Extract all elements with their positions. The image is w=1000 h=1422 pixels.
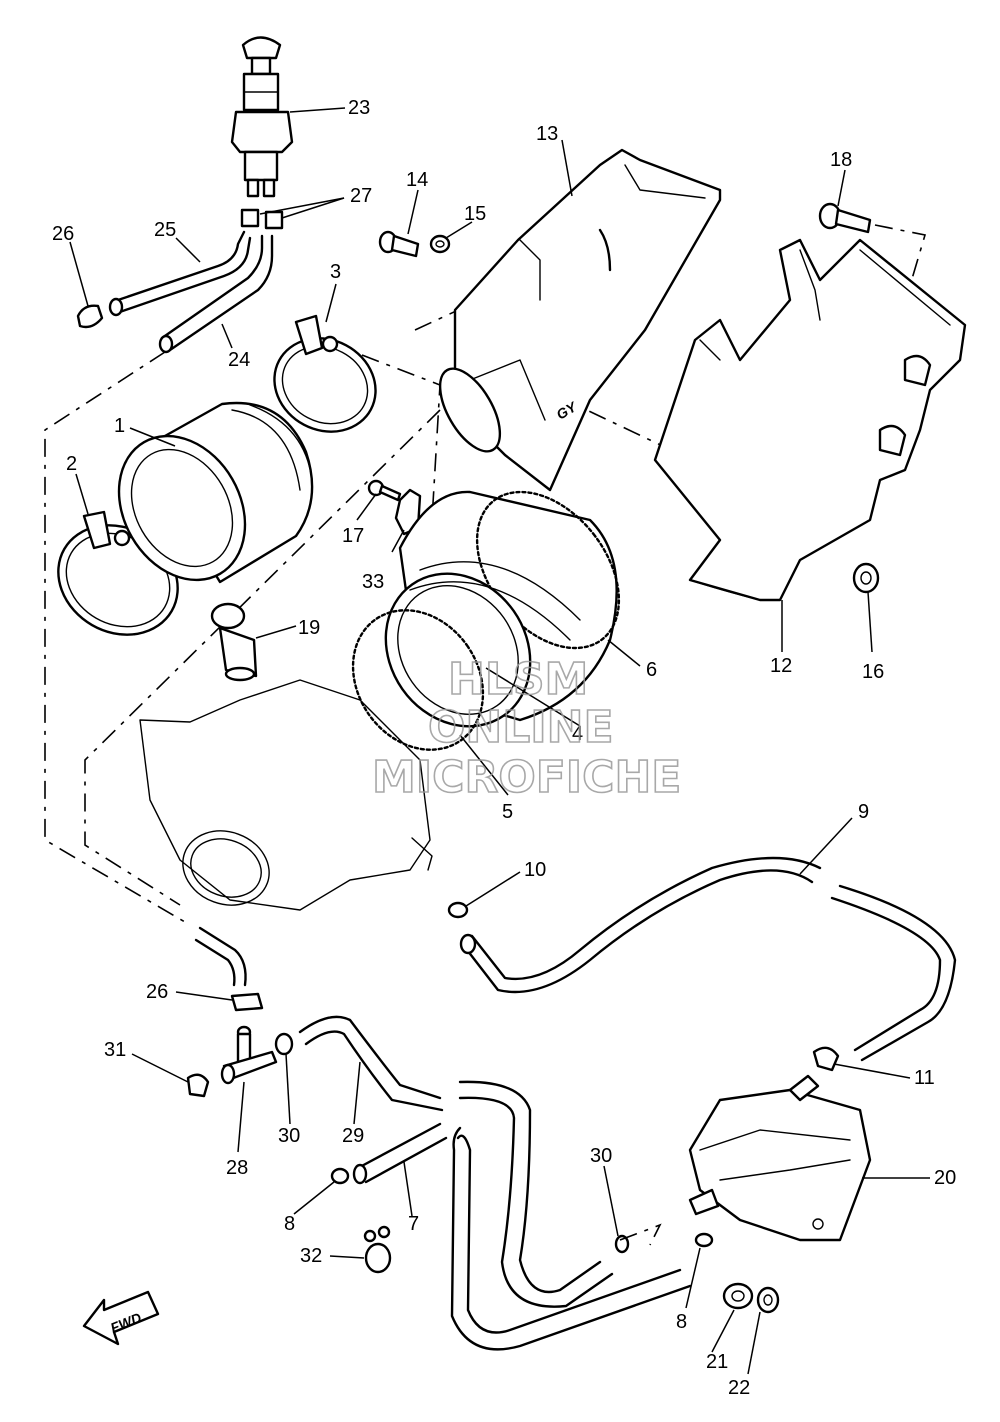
drain-plug-19 [210,602,258,682]
hose-7 [352,1122,448,1185]
callout-31: 31 [104,1039,126,1061]
hose-9 [459,856,957,1062]
band-clamp-3 [273,314,377,433]
breather-hoses-24-25 [76,208,284,354]
bolt-18 [818,202,872,234]
callout-14: 14 [406,169,428,191]
callout-18: 18 [830,149,852,171]
callout-7: 7 [408,1213,419,1235]
hose-long-u [450,1080,692,1351]
fuel-pump-20 [688,1074,872,1242]
callout-4: 4 [572,723,583,745]
callout-16: 16 [862,661,884,683]
callout-6: 6 [646,659,657,681]
watermark: HLSM ONLINE MICROFICHE [371,653,682,804]
t-fitting-28 [220,1025,278,1085]
callout-13: 13 [536,123,558,145]
callout-8-left: 8 [284,1213,295,1235]
washer-15 [429,234,451,254]
damper-21 [722,1282,754,1310]
callout-28: 28 [226,1157,248,1179]
callout-27: 27 [350,185,372,207]
clamp-11 [812,1046,840,1072]
callout-11: 11 [914,1067,935,1089]
carburetor-outline [139,679,433,911]
air-cleaner-case-13: GY [438,148,722,492]
callout-29: 29 [342,1125,364,1147]
callout-1: 1 [114,415,125,437]
nut-16 [852,562,880,594]
breather-valve-23 [230,36,294,198]
collar-22 [756,1286,780,1314]
band-5 [351,609,485,751]
callout-3: 3 [330,261,341,283]
callout-2: 2 [66,453,77,475]
watermark-line-2: ONLINE [428,702,614,753]
hose-29 [298,1015,444,1112]
callout-8-right: 8 [676,1311,687,1333]
callout-25: 25 [154,219,176,241]
band-clamp-2 [57,510,179,636]
clip-10 [447,901,469,919]
carb-joint-1 [117,401,314,584]
clip-30 [274,1032,630,1254]
callout-32: 32 [300,1245,322,1267]
callout-23: 23 [348,97,370,119]
callout-33: 33 [362,571,384,593]
watermark-line-3: MICROFICHE [372,752,681,803]
callout-17: 17 [342,525,364,547]
clamp-26-lower [230,992,264,1012]
callout-21: 21 [706,1351,728,1373]
callout-15: 15 [464,203,486,225]
callout-9: 9 [858,801,869,823]
callout-26-lower: 26 [146,981,168,1003]
clamp-32 [363,1225,392,1274]
watermark-line-1: HLSM [448,654,588,705]
hose-segment-pump-inlet [194,926,247,987]
clip-8 [330,1167,714,1248]
clamp-31 [186,1073,210,1098]
leader-lines [69,107,930,1375]
callout-5: 5 [502,801,513,823]
callout-30-right: 30 [590,1145,612,1167]
callout-30-left: 30 [278,1125,300,1147]
callout-20: 20 [934,1167,956,1189]
callout-22: 22 [728,1377,750,1399]
air-cleaner-joint-6 [384,490,621,728]
callout-26-upper: 26 [52,223,74,245]
callout-24: 24 [228,349,250,371]
callout-10: 10 [524,859,546,881]
air-cleaner-case-12 [653,238,967,602]
callout-12: 12 [770,655,792,677]
callout-labels: 1 2 3 4 5 6 7 8 8 9 10 11 12 13 14 15 16… [52,97,956,1399]
bolt-14 [378,230,420,258]
callout-19: 19 [298,617,320,639]
fwd-arrow-icon: FWD [82,1290,160,1346]
